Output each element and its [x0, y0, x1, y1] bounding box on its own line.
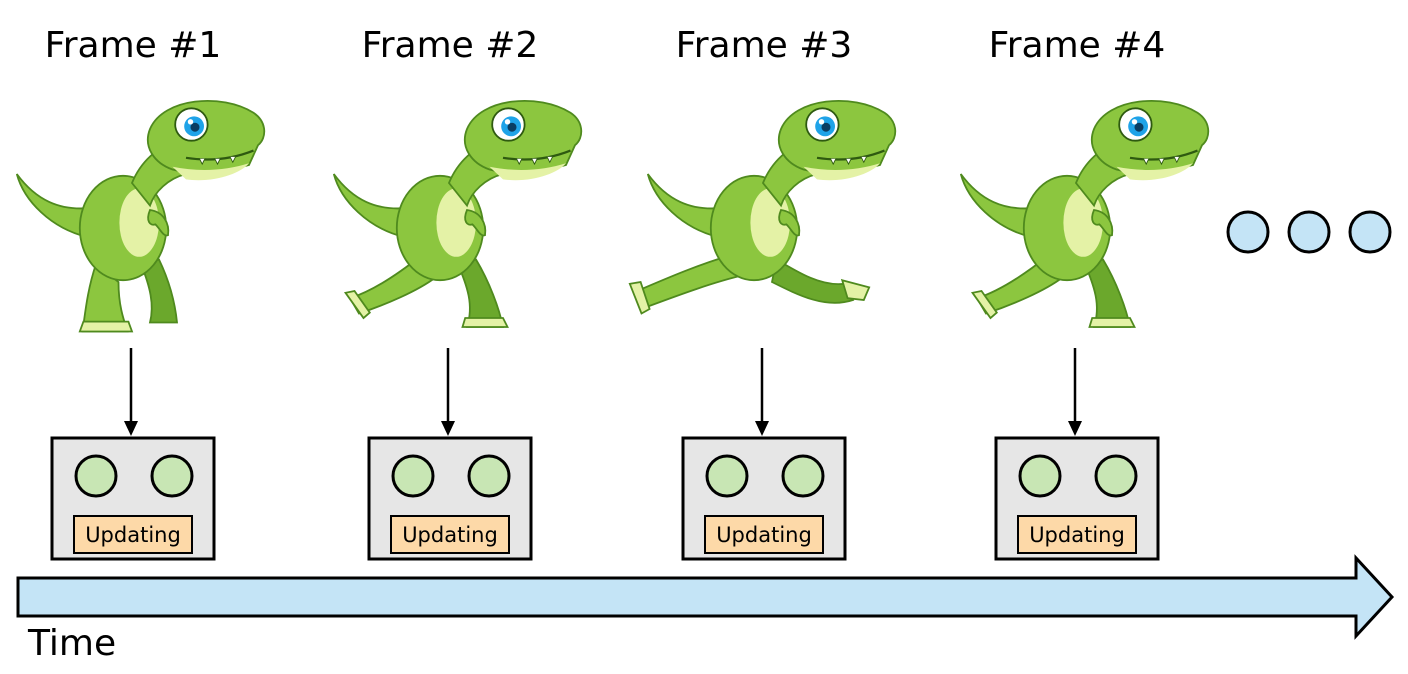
status-label: Updating [716, 523, 812, 547]
indicator-light-right [781, 454, 825, 498]
status-box [704, 515, 824, 554]
continuation-dot [1226, 210, 1270, 254]
indicator-light-right [467, 454, 511, 498]
status-box [1017, 515, 1137, 554]
indicator-light-right [1094, 454, 1138, 498]
frame-title: Frame #1 [45, 25, 222, 66]
indicator-light-right [150, 454, 194, 498]
dinosaur-sprite [332, 99, 583, 328]
indicator-light-left [1018, 454, 1062, 498]
status-label: Updating [85, 523, 181, 547]
frame-3: Frame #3 Updating [628, 25, 897, 561]
dinosaur-sprite [628, 99, 897, 315]
frame-title: Frame #3 [676, 25, 853, 66]
continuation-dots [1226, 210, 1392, 254]
indicator-light-left [74, 454, 118, 498]
continuation-dot [1348, 210, 1392, 254]
continuation-dot [1287, 210, 1331, 254]
frame-title: Frame #2 [362, 25, 539, 66]
indicator-light-left [391, 454, 435, 498]
down-arrow-head [1068, 421, 1082, 436]
frame-2: Frame #2 Updating [332, 25, 583, 561]
frame-1: Frame #1 Updating [15, 25, 266, 561]
down-arrow-head [441, 421, 455, 436]
frame-title: Frame #4 [989, 25, 1166, 66]
timeline-arrow [16, 554, 1395, 640]
indicator-light-left [705, 454, 749, 498]
status-label: Updating [402, 523, 498, 547]
down-arrow-head [124, 421, 138, 436]
frame-4: Frame #4 Updating [959, 25, 1210, 561]
down-arrow-head [755, 421, 769, 436]
timeline-label: Time [27, 623, 116, 664]
status-label: Updating [1029, 523, 1125, 547]
status-box [73, 515, 193, 554]
dinosaur-sprite [959, 99, 1210, 328]
status-box [390, 515, 510, 554]
dinosaur-sprite [15, 99, 266, 333]
